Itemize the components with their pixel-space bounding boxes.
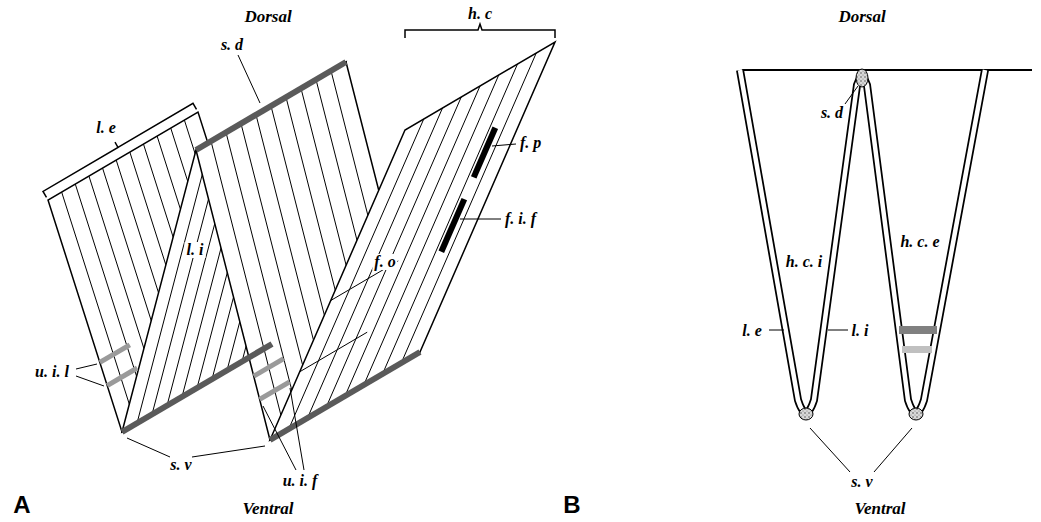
part-label: u. i. f [283,473,318,489]
panel-b-section [740,69,1032,472]
lamella-sheet [270,42,555,440]
leader-lines [769,86,912,472]
sheet-hatching [300,261,399,372]
part-label: l. i [185,242,206,258]
orientation-label: Dorsal [244,8,291,25]
hatch-line [62,192,136,424]
ventral-septum-bar [122,344,272,432]
dorsal-septum [856,69,868,87]
panel-letter: B [563,493,580,517]
interfilament-bar [260,382,290,400]
part-label: h. c. e [898,234,941,250]
sheet-hatching [289,53,537,429]
part-label: f. i. f [505,211,536,227]
part-label: s. v [170,457,191,473]
interfilament-bar [899,326,937,334]
part-label: u. i. l [35,364,69,380]
ventral-septum-bar [270,352,420,440]
part-label: f. p [520,135,541,151]
panel-letter: A [13,493,30,517]
part-label: h. c [468,6,492,22]
part-label: s. d [819,105,845,121]
part-label: h. c. i [784,254,824,270]
part-label: f. o [372,254,397,270]
part-label: l. i [852,323,869,339]
lamella-lumen [740,70,985,413]
part-label: s. v [851,474,872,490]
filament-bar [441,199,464,252]
leader-lines [76,55,516,470]
ventral-septum [799,408,813,420]
hatch-line [300,332,368,372]
bracket [43,103,197,197]
hatch-line [345,86,480,396]
hatch-line [383,64,518,374]
interlamellar-bar [107,368,137,386]
dorsal-septum-bar [196,62,346,150]
part-label: s. d [221,37,243,53]
bracket [405,24,555,38]
hatch-line [308,108,443,418]
filament-bar [474,128,496,178]
part-label: l. e [742,323,762,339]
orientation-label: Ventral [854,500,905,517]
part-label: l. e [96,120,116,136]
hatch-line [326,97,461,407]
panel-a-marks [43,24,555,470]
interfilament-bar [254,359,284,377]
hatch-line [137,141,211,423]
interlamellar-bar [100,345,130,363]
orientation-label: Dorsal [838,8,885,25]
folded-lamella-sheets [48,42,555,440]
hatch-line [364,75,499,385]
interfilament-bar [902,346,932,353]
orientation-label: Ventral [242,500,293,517]
ventral-septum [909,408,923,420]
hatch-line [401,53,536,363]
lamella-outline [740,70,985,413]
hatch-line [289,119,424,429]
